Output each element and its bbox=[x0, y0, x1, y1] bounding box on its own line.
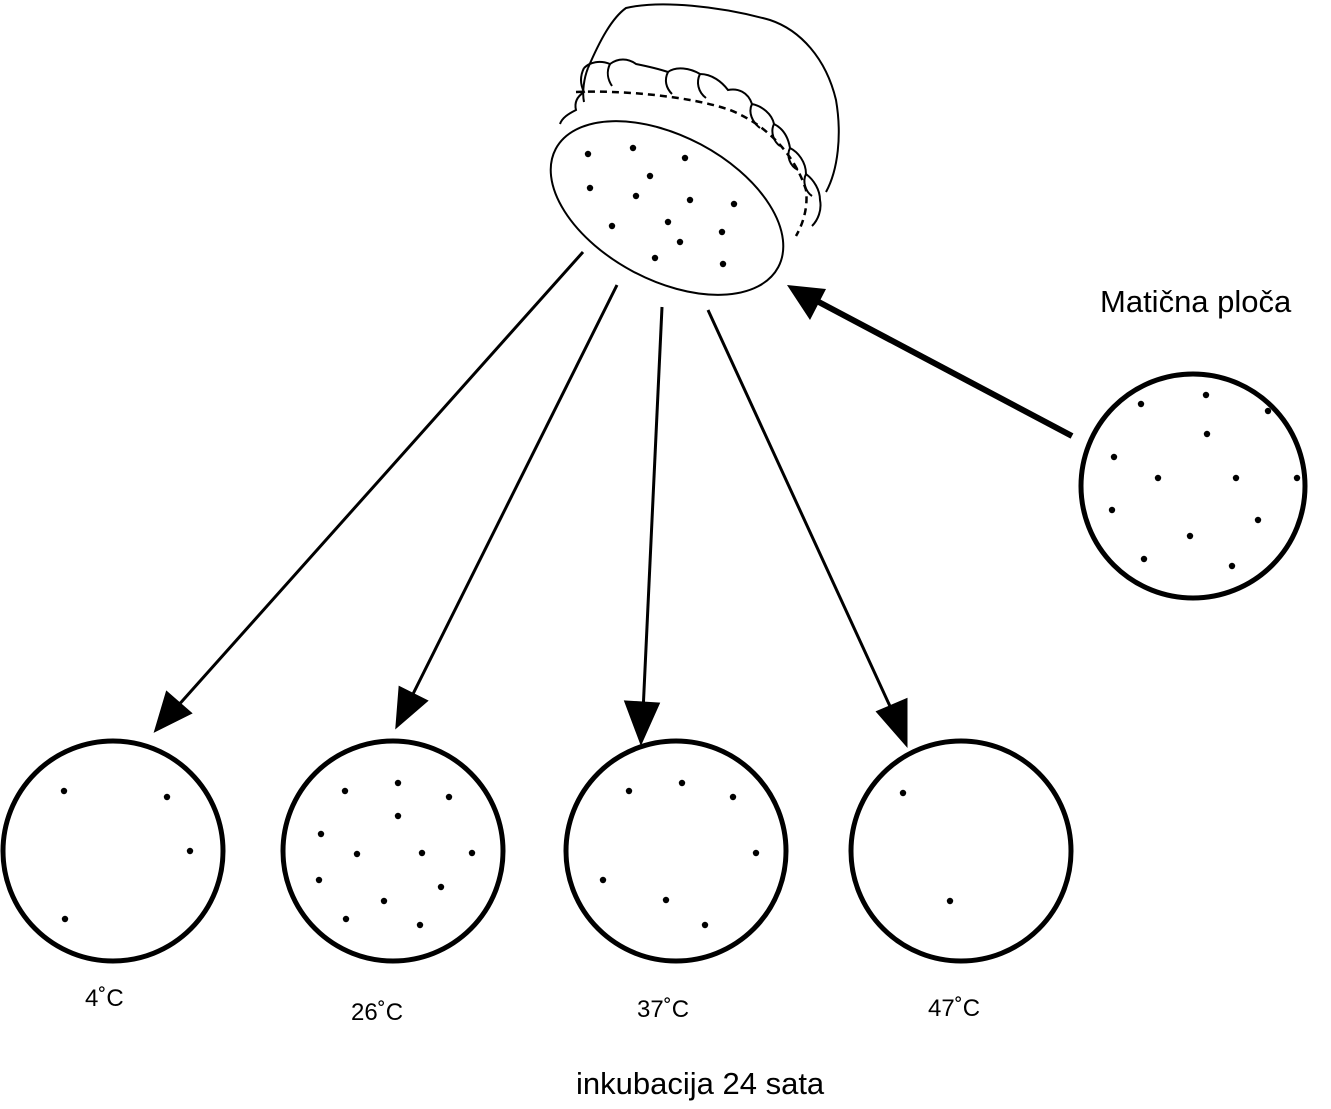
colony-dot bbox=[719, 260, 727, 268]
colony-dot bbox=[1137, 400, 1145, 408]
plate-4-colonies bbox=[899, 789, 954, 905]
colony-dot bbox=[1254, 516, 1262, 524]
colony-dot bbox=[651, 254, 659, 262]
plate-2-temperature: 26˚C bbox=[351, 999, 403, 1026]
colony-dot bbox=[681, 154, 689, 162]
replica-plate-3 bbox=[563, 738, 789, 964]
replica-arrows bbox=[153, 251, 908, 748]
arrow-to-plate-2 bbox=[395, 284, 619, 730]
plate-1-temperature: 4˚C bbox=[85, 985, 124, 1012]
colony-dot bbox=[60, 787, 68, 795]
plate-2-colonies bbox=[315, 779, 476, 929]
replica-plate-4 bbox=[848, 738, 1074, 964]
colony-dot bbox=[1228, 562, 1236, 570]
arrow-to-plate-1 bbox=[153, 251, 585, 733]
colony-dot bbox=[468, 849, 476, 857]
velvet-pad-colonies bbox=[584, 144, 738, 268]
colony-dot bbox=[1140, 555, 1148, 563]
plate-1-colonies bbox=[60, 787, 194, 923]
colony-dot bbox=[394, 812, 402, 820]
colony-dot bbox=[608, 222, 616, 230]
colony-dot bbox=[353, 850, 361, 858]
transfer-arrow bbox=[787, 285, 1074, 439]
colony-dot bbox=[342, 915, 350, 923]
colony-dot bbox=[676, 238, 684, 246]
colony-dot bbox=[445, 793, 453, 801]
colony-dot bbox=[629, 144, 637, 152]
incubation-label: inkubacija 24 sata bbox=[576, 1066, 825, 1101]
colony-dot bbox=[718, 228, 726, 236]
colony-dot bbox=[186, 847, 194, 855]
velvet-replicator-block bbox=[549, 3, 840, 296]
colony-dot bbox=[1110, 453, 1118, 461]
colony-dot bbox=[315, 876, 323, 884]
colony-dot bbox=[437, 883, 445, 891]
replica-plate-1 bbox=[0, 738, 226, 964]
colony-dot bbox=[1108, 506, 1116, 514]
colony-dot bbox=[599, 876, 607, 884]
master-plate-colonies bbox=[1108, 391, 1301, 570]
colony-dot bbox=[678, 779, 686, 787]
colony-dot bbox=[632, 192, 640, 200]
arrow-to-plate-3 bbox=[623, 306, 664, 746]
colony-dot bbox=[584, 150, 592, 158]
colony-dot bbox=[380, 897, 388, 905]
colony-dot bbox=[1202, 391, 1210, 399]
colony-dot bbox=[664, 218, 672, 226]
replica-plate-2 bbox=[280, 738, 506, 964]
colony-dot bbox=[394, 779, 402, 787]
colony-dot bbox=[752, 849, 760, 857]
colony-dot bbox=[729, 793, 737, 801]
colony-dot bbox=[1264, 407, 1272, 415]
master-plate bbox=[1078, 371, 1308, 601]
colony-dot bbox=[341, 787, 349, 795]
colony-dot bbox=[163, 793, 171, 801]
plate-4-temperature: 47˚C bbox=[928, 995, 980, 1022]
arrow-to-plate-4 bbox=[706, 309, 908, 748]
colony-dot bbox=[686, 196, 694, 204]
colony-dot bbox=[625, 787, 633, 795]
colony-dot bbox=[946, 897, 954, 905]
plate-3-temperature: 37˚C bbox=[637, 996, 689, 1023]
colony-dot bbox=[1203, 430, 1211, 438]
colony-dot bbox=[416, 921, 424, 929]
colony-dot bbox=[662, 896, 670, 904]
colony-dot bbox=[730, 200, 738, 208]
colony-dot bbox=[1154, 474, 1162, 482]
colony-dot bbox=[899, 789, 907, 797]
colony-dot bbox=[317, 830, 325, 838]
colony-dot bbox=[1293, 474, 1301, 482]
colony-dot bbox=[418, 849, 426, 857]
colony-dot bbox=[1232, 474, 1240, 482]
plate-3-colonies bbox=[599, 779, 760, 929]
colony-dot bbox=[646, 172, 654, 180]
colony-dot bbox=[586, 184, 594, 192]
colony-dot bbox=[701, 921, 709, 929]
master-plate-label: Matična ploča bbox=[1100, 284, 1292, 319]
colony-dot bbox=[61, 915, 69, 923]
colony-dot bbox=[1186, 532, 1194, 540]
